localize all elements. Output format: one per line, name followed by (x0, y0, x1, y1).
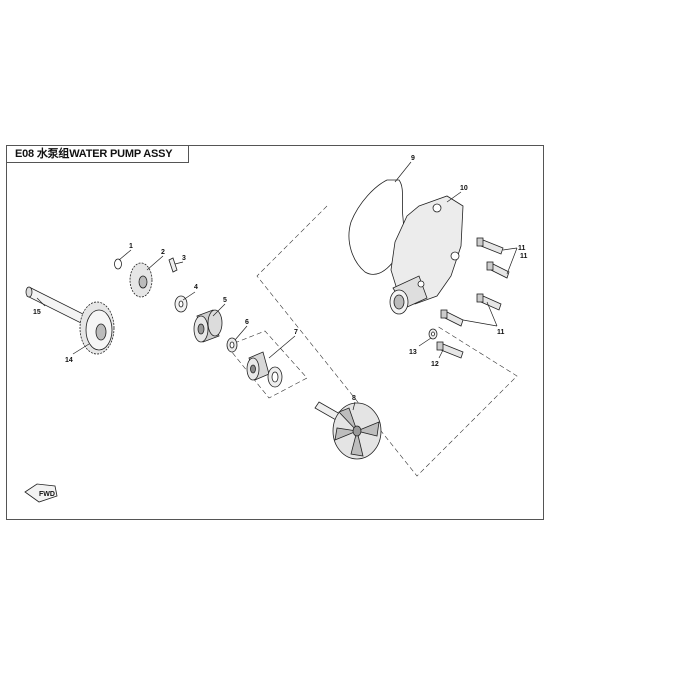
callout-11-bottom: 11 (497, 329, 505, 336)
part-14-large-gear (79, 301, 115, 355)
fwd-arrow-icon: FWD (24, 483, 58, 503)
part-1-circlip (114, 258, 122, 270)
part-11-bolts (440, 237, 510, 327)
callout-2: 2 (161, 249, 165, 256)
callout-14: 14 (65, 357, 73, 364)
part-15-shaft (25, 286, 89, 326)
part-2-small-gear (129, 262, 153, 298)
callout-3: 3 (182, 255, 186, 262)
part-8-impeller (314, 401, 382, 460)
leader-lines (36, 161, 518, 411)
exploded-parts-diagram: 1 2 3 4 5 6 7 8 9 10 11 11 11 12 13 14 1… (24, 155, 528, 503)
callout-6: 6 (245, 319, 249, 326)
callout-9: 9 (411, 155, 415, 162)
part-6-seal (226, 337, 238, 353)
part-13-washer (428, 328, 438, 340)
assembly-guides (226, 205, 518, 477)
part-5-bearing (193, 309, 223, 343)
callout-1: 1 (129, 243, 133, 250)
part-9-gasket (348, 179, 404, 275)
page-title: E08 水泵组WATER PUMP ASSY (7, 146, 189, 163)
callout-5: 5 (223, 297, 227, 304)
callout-15: 15 (33, 309, 41, 316)
callout-11-top: 11 (518, 245, 526, 252)
part-12-bolt (436, 341, 464, 359)
callout-11-mid: 11 (520, 253, 528, 260)
callout-numbers: 1 2 3 4 5 6 7 8 9 10 11 11 11 12 13 14 1… (33, 155, 528, 402)
callout-4: 4 (194, 284, 198, 291)
callout-8: 8 (352, 395, 356, 402)
part-4-washer (174, 295, 188, 313)
callout-12: 12 (431, 361, 439, 368)
callout-10: 10 (460, 185, 468, 192)
fwd-label: FWD (39, 491, 55, 498)
part-10-pump-cover (389, 195, 464, 315)
part-7-mechanical-seal (246, 351, 283, 388)
part-3-pin (168, 257, 178, 273)
callout-13: 13 (409, 349, 417, 356)
diagram-frame: E08 水泵组WATER PUMP ASSY (6, 145, 544, 520)
callout-7: 7 (294, 329, 298, 336)
